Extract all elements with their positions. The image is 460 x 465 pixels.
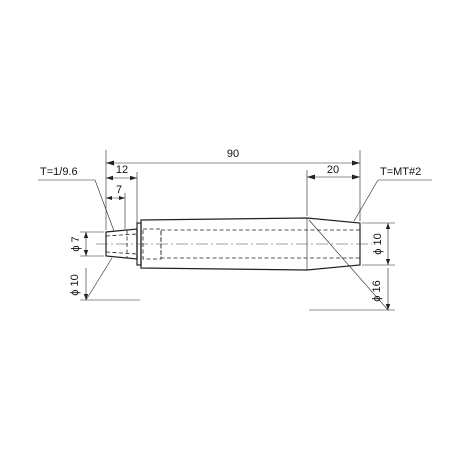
right-taper-label: T=MT#2 [380,166,421,178]
dim-20-arrow-left [307,174,315,180]
dim-90-arrow-left [106,160,114,166]
dim-20-arrow-right [352,174,360,180]
left-taper-label: T=1/9.6 [40,166,78,178]
dim-90-label: 90 [227,148,239,160]
dim-d7-arrow-top [83,232,89,238]
dim-d10-left-label: ϕ 10 [69,274,81,295]
dim-7-arrow-right [119,196,125,200]
dim-d16-leader [308,219,389,311]
dim-12-arrow-left [106,175,113,181]
main-bore [160,229,361,259]
dim-20-label: 20 [327,164,339,176]
tip-bore-bottom [105,251,138,255]
dim-90-arrow-right [352,160,360,166]
dim-12-label: 12 [116,164,128,176]
dim-d16-label: ϕ 16 [371,280,383,301]
tip-bore-top [105,233,138,237]
right-taper-leader [353,179,379,222]
dim-12-arrow-right [130,175,137,181]
dim-7-arrow-left [106,196,112,200]
dim-d10-left-arrow [83,294,89,300]
left-taper-leader [94,179,115,232]
dim-d10-left-leader [85,257,113,301]
dim-d7-arrow-bottom [83,250,89,256]
dim-7-label: 7 [116,184,122,196]
dim-d7-label: ϕ 7 [70,236,82,251]
dim-d10-right-arrow-top [385,223,391,229]
dim-d10-right-label: ϕ 10 [372,233,384,254]
dim-d16-arrow [385,304,391,310]
dim-d10-right-arrow-bottom [385,259,391,265]
